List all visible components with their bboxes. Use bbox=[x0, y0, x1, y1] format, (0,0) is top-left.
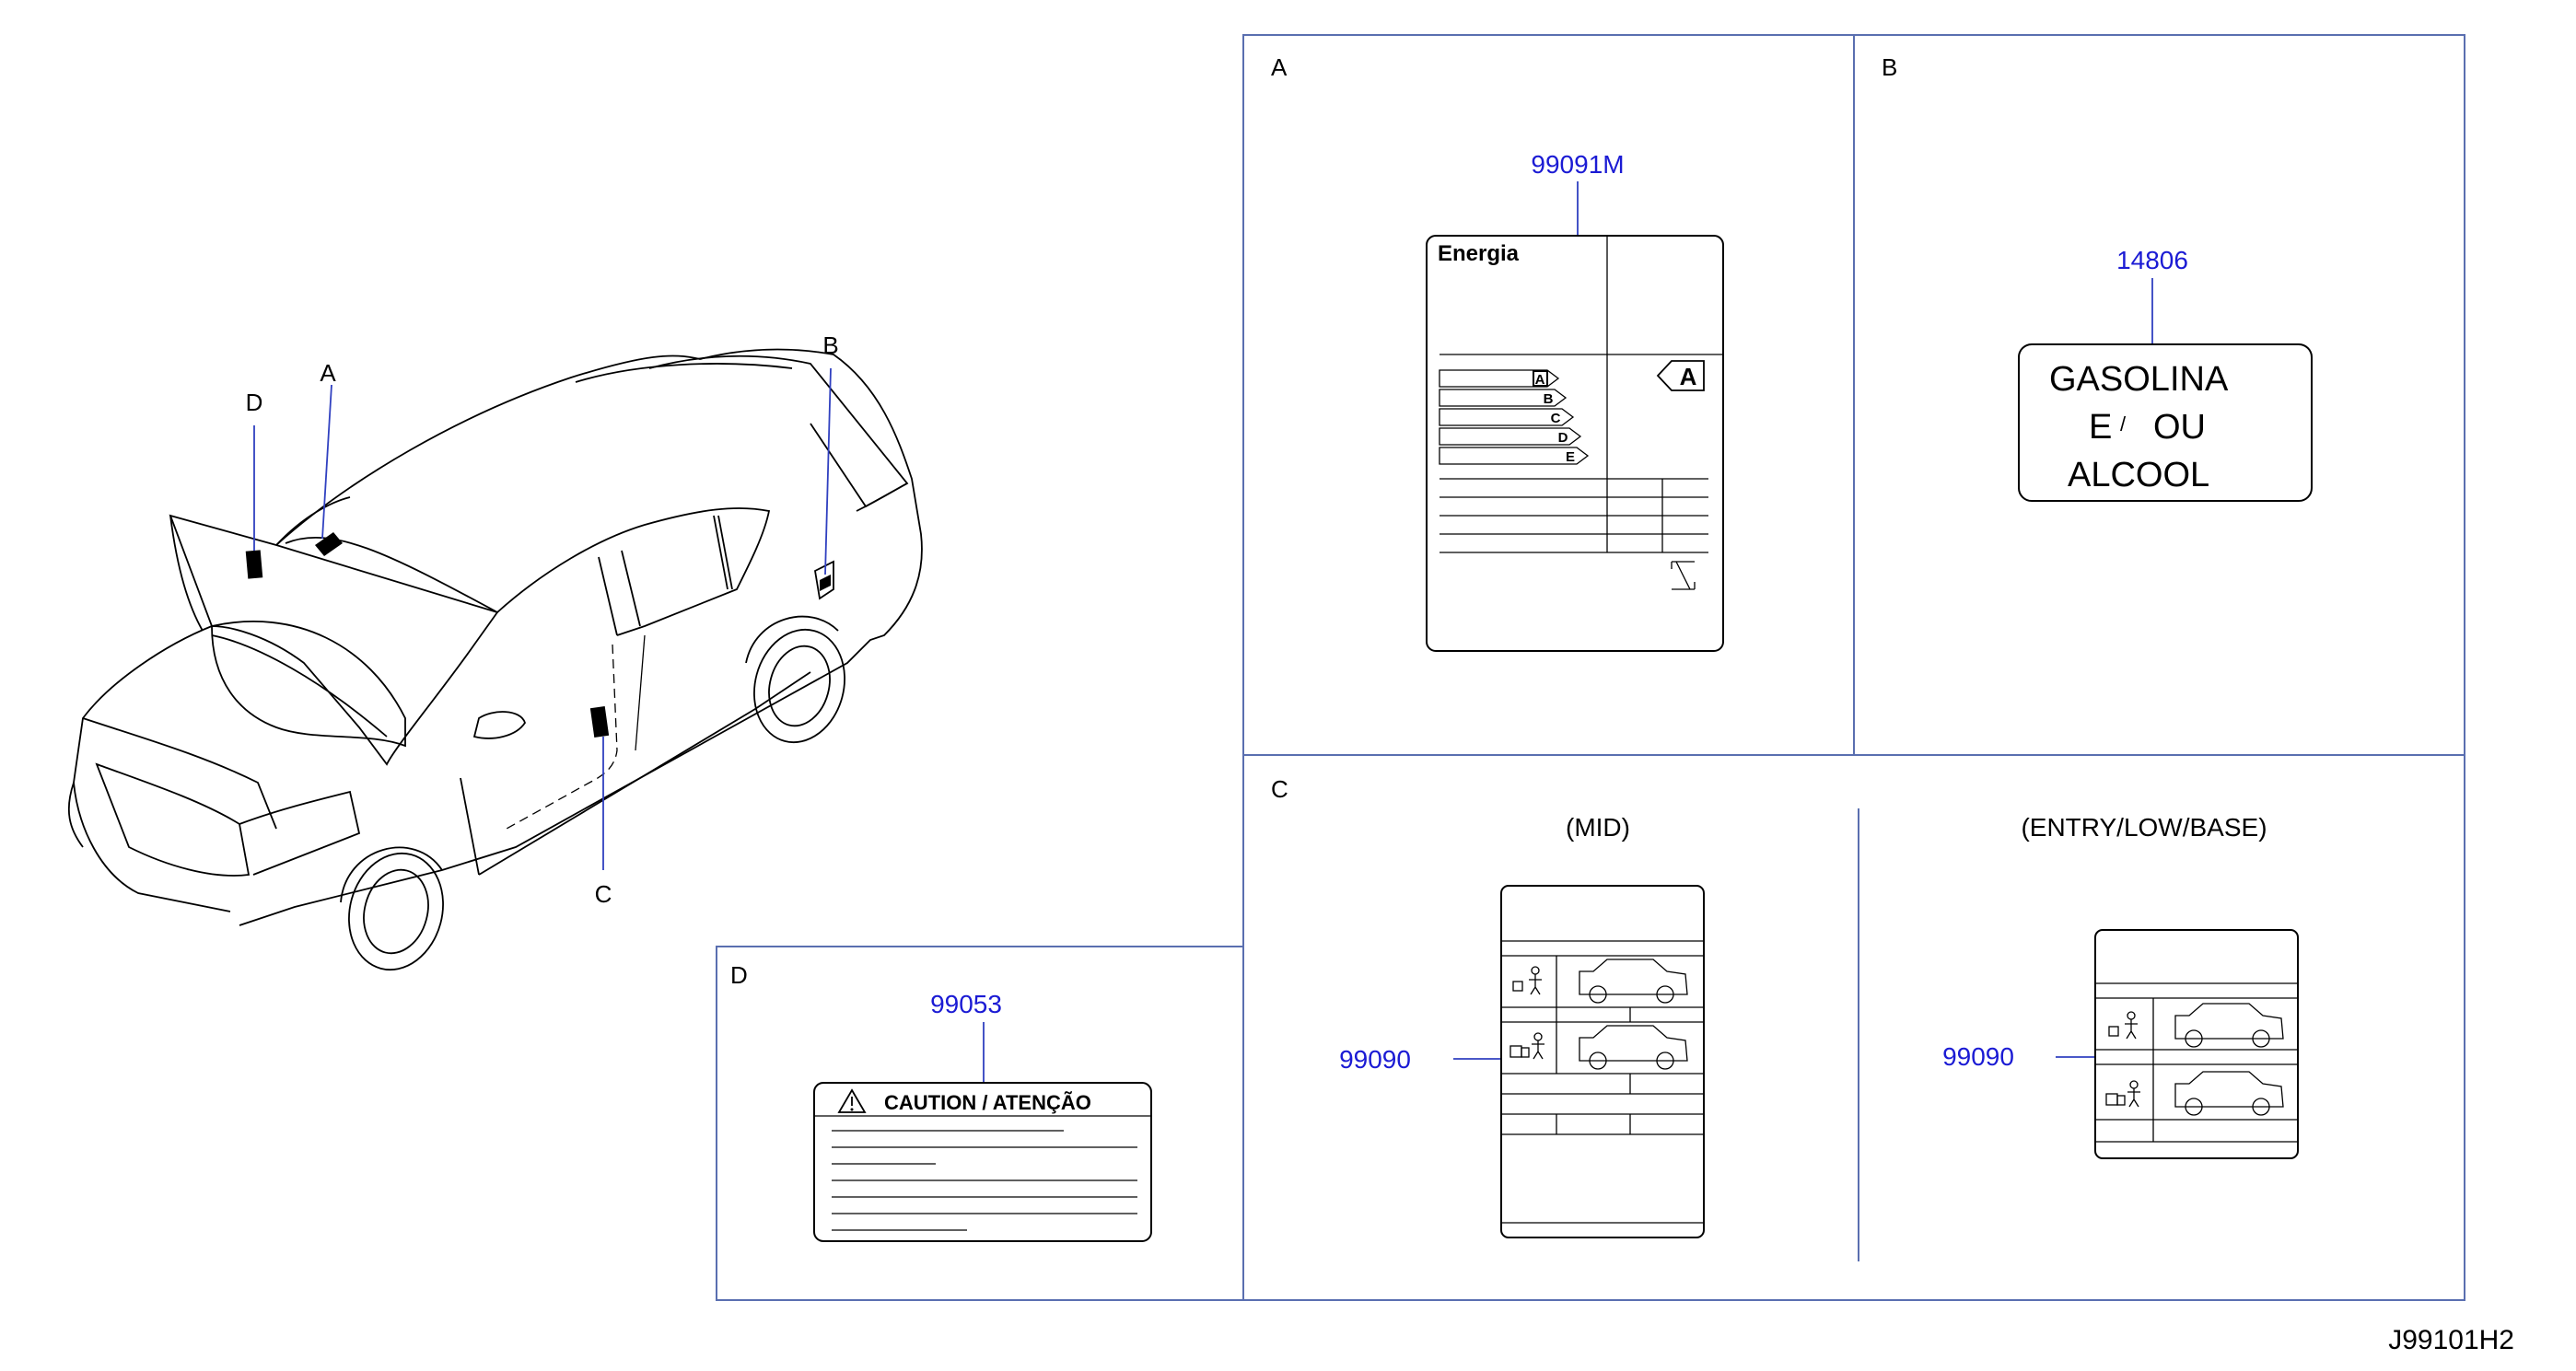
panel-frames bbox=[716, 34, 2465, 1301]
label-mark-d bbox=[245, 550, 263, 579]
occupant-luggage-icon bbox=[2105, 1080, 2140, 1108]
callout-a: A bbox=[320, 359, 336, 387]
energy-class-b: B bbox=[1544, 391, 1554, 407]
diagram-code: J99101H2 bbox=[2388, 1325, 2514, 1355]
car-icon bbox=[2174, 1071, 2284, 1116]
load-label-mid bbox=[1500, 885, 1705, 1238]
car-icon bbox=[2174, 1003, 2284, 1048]
car-icon bbox=[1579, 959, 1688, 1004]
part-number-99090-entry: 99090 bbox=[1942, 1042, 2014, 1071]
energy-class-c: C bbox=[1551, 411, 1561, 426]
fuel-label-ou: OU bbox=[2153, 408, 2206, 447]
fuel-label: GASOLINA E / OU ALCOOL bbox=[2018, 343, 2313, 502]
callout-c: C bbox=[595, 880, 612, 908]
panel-a-label: A bbox=[1271, 53, 1288, 81]
panel-c-label: C bbox=[1271, 775, 1288, 803]
panel-c: C (MID) 99090 bbox=[1271, 775, 2299, 1238]
caution-title: CAUTION / ATENÇÃO bbox=[884, 1091, 1091, 1114]
label-mark-c bbox=[589, 706, 610, 738]
panel-b: B 14806 GASOLINA E / OU ALCOOL bbox=[1882, 53, 2313, 502]
panel-b-label: B bbox=[1882, 53, 1897, 81]
panel-a: A 99091M Energia A B C D E bbox=[1271, 53, 1724, 652]
label-mark-a bbox=[315, 532, 343, 556]
occupant-luggage-icon bbox=[1509, 1032, 1544, 1060]
energy-rating: A bbox=[1656, 360, 1705, 391]
fuel-label-e: E bbox=[2089, 408, 2112, 447]
panel-d: D 99053 CAUTION / ATENÇÃO bbox=[730, 961, 1152, 1242]
car-icon bbox=[1579, 1025, 1688, 1070]
occupant-luggage-icon bbox=[2108, 1011, 2138, 1040]
fuel-label-line3: ALCOOL bbox=[2068, 456, 2209, 494]
car-illustration: D A B C bbox=[67, 331, 923, 971]
load-label-entry bbox=[2094, 929, 2299, 1159]
label-mark-b bbox=[820, 575, 831, 591]
energy-class-d: D bbox=[1558, 430, 1568, 446]
caution-label: CAUTION / ATENÇÃO bbox=[813, 1082, 1152, 1242]
energy-rating-value: A bbox=[1680, 363, 1697, 390]
fuel-label-slash: / bbox=[2120, 412, 2127, 436]
callout-b: B bbox=[822, 331, 838, 359]
inmetro-icon bbox=[1671, 561, 1696, 590]
energy-class-a: A bbox=[1535, 372, 1545, 388]
part-number-99090-mid: 99090 bbox=[1339, 1045, 1411, 1074]
part-number-99091m: 99091M bbox=[1531, 150, 1624, 179]
part-number-14806: 14806 bbox=[2116, 246, 2188, 274]
caption-mid: (MID) bbox=[1566, 813, 1630, 842]
panel-d-label: D bbox=[730, 961, 748, 989]
fuel-label-line1: GASOLINA bbox=[2049, 360, 2229, 399]
energy-class-bars: A B C D E bbox=[1439, 369, 1590, 465]
callout-d: D bbox=[246, 389, 263, 416]
part-number-99053: 99053 bbox=[930, 990, 1002, 1018]
energy-class-e: E bbox=[1566, 449, 1575, 465]
warning-triangle-icon bbox=[837, 1088, 867, 1113]
energy-label: Energia A B C D E A bbox=[1426, 235, 1724, 652]
energy-label-title: Energia bbox=[1438, 241, 1520, 266]
caption-entry: (ENTRY/LOW/BASE) bbox=[2021, 813, 2267, 842]
occupant-luggage-icon bbox=[1512, 966, 1542, 995]
